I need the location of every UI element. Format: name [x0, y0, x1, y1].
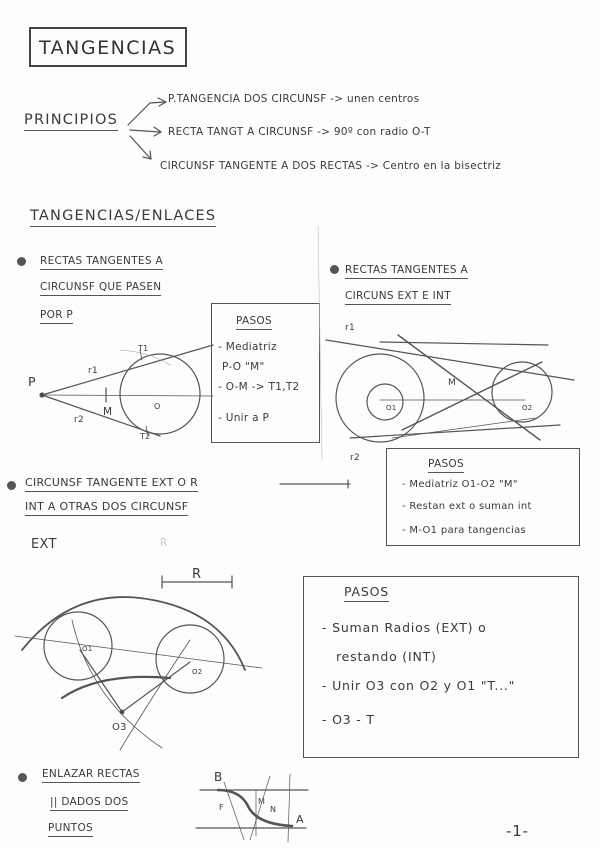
label-o3: O3: [112, 722, 127, 733]
block3-step-3: - Unir O3 con O2 y O1 "T...": [322, 678, 516, 693]
block4-title-line1: ENLAZAR RECTAS: [42, 768, 140, 783]
block2-step-2: - Restan ext o suman int: [402, 501, 532, 512]
block1-step-2: P-O "M": [222, 361, 265, 373]
bullet-icon: [17, 257, 26, 266]
label-m: M: [258, 797, 266, 806]
label-a: A: [296, 813, 304, 826]
block2-title-line1: RECTAS TANGENTES A: [345, 264, 468, 279]
block1-title-line3: POR P: [40, 309, 74, 324]
block1-title-line1: RECTAS TANGENTES A: [40, 255, 163, 270]
block3-title-line1: CIRCUNSF TANGENTE EXT O R: [25, 476, 199, 492]
block3-title-line3: EXT: [31, 537, 57, 552]
label-m: M: [448, 378, 457, 388]
principio-item-1: P.TANGENCIA DOS CIRCUNSF -> unen centros: [168, 93, 420, 105]
label-r1: r1: [345, 323, 356, 333]
block2-pasos-title: PASOS: [428, 458, 464, 473]
block3-step-2: restando (INT): [336, 649, 437, 664]
bullet-icon: [7, 481, 16, 490]
label-p: P: [28, 374, 37, 389]
label-r: R: [192, 567, 202, 582]
label-b: B: [214, 770, 223, 784]
label-t2: T2: [140, 432, 151, 441]
principio-item-2: RECTA TANGT A CIRCUNSF -> 90º con radio …: [168, 126, 431, 138]
block2-step-3: - M-O1 para tangencias: [402, 525, 527, 536]
block1-title-line2: CIRCUNSF QUE PASEN: [40, 281, 162, 296]
label-t1: T1: [138, 344, 149, 353]
label-f: F: [219, 803, 224, 812]
label-o1: O1: [386, 404, 397, 412]
label-o2: O2: [522, 404, 533, 412]
block3-title-line2: INT A OTRAS DOS CIRCUNSF: [25, 500, 189, 516]
block1-step-1: - Mediatriz: [218, 341, 277, 353]
block3-pasos-box: [303, 576, 579, 758]
label-o1: O1: [82, 645, 93, 653]
label-o: O: [154, 402, 161, 411]
block1-pasos-box: [211, 303, 320, 443]
bullet-icon: [330, 265, 339, 274]
label-o2: O2: [192, 668, 203, 676]
block2-pasos-box: [386, 448, 580, 546]
label-r2: r2: [74, 415, 85, 425]
block1-diagram: [39, 344, 214, 437]
block3-pasos-title: PASOS: [344, 584, 389, 602]
section-heading: TANGENCIAS/ENLACES: [30, 208, 217, 227]
bullet-icon: [18, 773, 27, 782]
label-n: N: [270, 805, 277, 814]
block1-step-4: - Unir a P: [218, 412, 270, 424]
block2-step-1: - Mediatriz O1-O2 "M": [402, 479, 518, 490]
principio-item-3: CIRCUNSF TANGENTE A DOS RECTAS -> Centro…: [160, 160, 502, 172]
label-r2: r2: [350, 453, 361, 463]
block3-step-1: - Suman Radios (EXT) o: [322, 620, 487, 635]
page-title-box: TANGENCIAS: [29, 27, 187, 67]
page-number: -1-: [506, 822, 529, 840]
label-r1: r1: [88, 366, 99, 376]
block1-pasos-title: PASOS: [236, 315, 272, 330]
block2-title-line2: CIRCUNS EXT E INT: [345, 290, 451, 305]
block2-diagram: [317, 225, 575, 461]
block4-title-line3: PUNTOS: [48, 822, 94, 837]
block3-diagram: [14, 479, 351, 751]
principios-arrows: [127, 97, 168, 160]
principios-label: PRINCIPIOS: [24, 112, 118, 131]
block3-step-4: - O3 - T: [322, 712, 375, 727]
page-title: TANGENCIAS: [39, 37, 177, 59]
label-m: M: [103, 406, 113, 418]
block4-diagram: [195, 773, 309, 843]
block3-faint-r: R: [160, 537, 168, 549]
block1-step-3: - O-M -> T1,T2: [218, 381, 300, 393]
block4-title-line2: || DADOS DOS: [50, 796, 129, 811]
